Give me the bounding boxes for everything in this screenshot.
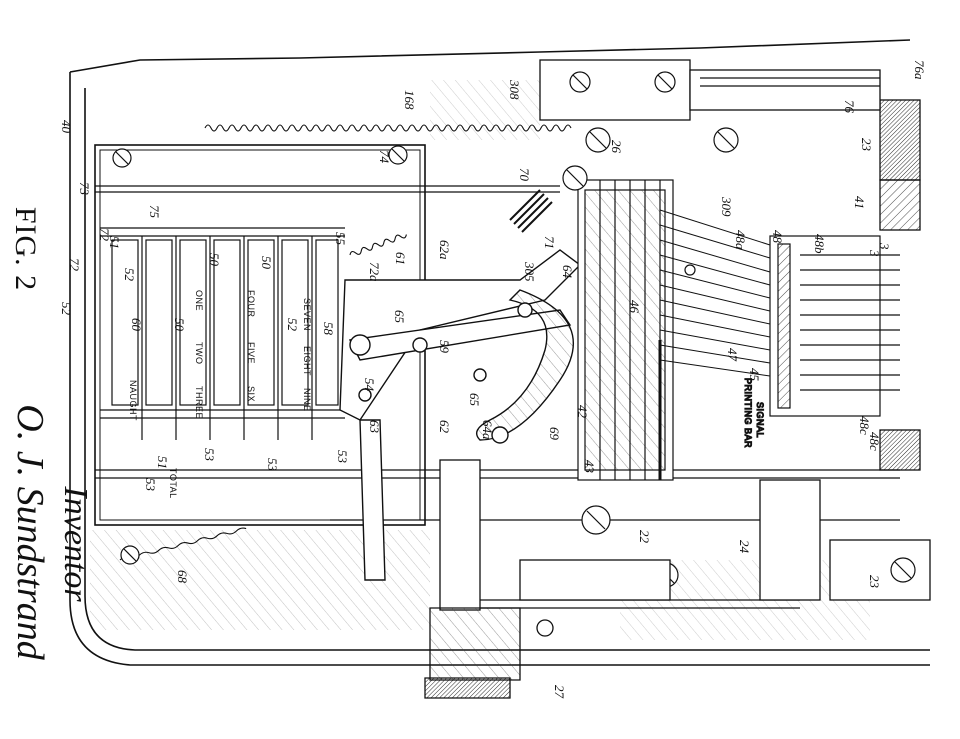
- reference-numeral: 76: [842, 100, 857, 114]
- reference-numeral: 26: [609, 140, 624, 154]
- reference-numeral: 308: [507, 79, 522, 100]
- reference-numeral: 48c: [867, 432, 882, 451]
- reference-numeral: 52: [285, 318, 300, 332]
- key-label-nine: NINE: [302, 388, 312, 412]
- reference-numeral: 3: [877, 242, 892, 250]
- reference-numeral: 48c: [857, 416, 872, 435]
- reference-numeral: 65: [392, 310, 407, 324]
- reference-numeral: 68: [175, 570, 190, 584]
- key-label-eight: EIGHT: [302, 346, 312, 376]
- reference-numeral: 43: [582, 460, 597, 474]
- reference-numeral: 53: [335, 450, 350, 464]
- reference-numeral: 74: [377, 150, 392, 164]
- central-levers: [339, 249, 582, 581]
- reference-numeral: 59: [437, 340, 452, 354]
- key-label-six: SIX: [246, 386, 256, 402]
- reference-numeral: 53: [143, 478, 158, 492]
- reference-numeral: 46: [627, 300, 642, 314]
- reference-numeral: 50: [259, 256, 274, 270]
- key-labels: NAUGHT ONE TWO THREE FOUR FIVE SIX SEVEN…: [128, 290, 312, 499]
- reference-numeral: 52: [59, 302, 74, 316]
- reference-numeral: 60: [129, 318, 144, 332]
- reference-numeral: 53: [265, 458, 280, 472]
- key-label-one: ONE: [194, 290, 204, 311]
- key-label-total: TOTAL: [168, 468, 178, 499]
- reference-numeral: 168: [402, 90, 417, 110]
- reference-numeral: 27: [552, 685, 567, 699]
- reference-numeral: 62a: [437, 240, 452, 260]
- signal-printing-bar: SIGNAL PRINTING BAR: [742, 235, 900, 449]
- reference-numeral: 69: [547, 427, 562, 441]
- reference-numeral: 54: [362, 378, 377, 392]
- reference-numeral: 76a: [912, 60, 927, 80]
- caption-signal: SIGNAL: [755, 402, 765, 438]
- reference-numeral: 3: [867, 249, 882, 257]
- reference-numeral: 45: [747, 368, 762, 382]
- reference-numeral: 64: [560, 265, 575, 279]
- reference-numeral: 42: [575, 405, 590, 419]
- reference-numeral: 48a: [733, 230, 748, 250]
- key-label-seven: SEVEN: [302, 298, 312, 331]
- caption-printing-bar: PRINTING BAR: [743, 378, 753, 448]
- reference-numeral: 47: [725, 348, 740, 362]
- type-bars: [659, 209, 771, 377]
- reference-numeral: 50: [207, 253, 222, 267]
- key-label-two: TWO: [194, 342, 204, 365]
- key-label-five: FIVE: [246, 342, 256, 364]
- reference-numeral: 305: [522, 261, 537, 282]
- reference-numeral: 52: [122, 268, 137, 282]
- reference-numeral: 51: [155, 456, 170, 469]
- key-label-four: FOUR: [246, 290, 256, 318]
- machine-frame: [69, 39, 930, 666]
- reference-numeral: 75: [147, 205, 162, 219]
- reference-numeral: 63: [367, 420, 382, 434]
- reference-numeral: 50: [172, 318, 187, 332]
- reference-numeral: 41: [852, 196, 867, 209]
- key-rack: [100, 227, 345, 440]
- reference-numeral: 51: [107, 236, 122, 249]
- reference-numeral: 62: [437, 420, 452, 434]
- reference-numeral: 40: [59, 120, 74, 134]
- reference-numeral: 64a: [480, 420, 495, 440]
- reference-numeral: 65: [467, 393, 482, 407]
- springs: [119, 124, 572, 561]
- reference-numeral: 71: [542, 236, 557, 249]
- reference-numeral: 23: [867, 575, 882, 589]
- reference-numeral: 24: [737, 540, 752, 554]
- reference-numeral: 23: [859, 138, 874, 152]
- inventor-name: O. J. Sundstrand: [9, 404, 51, 660]
- reference-numeral: 55: [333, 232, 348, 246]
- screws: [112, 71, 916, 588]
- reference-numeral: 72: [67, 258, 82, 272]
- reference-numerals: 40 73 72 72 52 75 74 168 308 26 70 71 305 64 61 62a 72a 5…: [59, 60, 927, 699]
- printing-segment: [577, 179, 674, 481]
- reference-numeral: 72: [97, 228, 112, 242]
- reference-numeral: 58: [321, 322, 336, 336]
- reference-numeral: 53: [202, 448, 217, 462]
- figure-label: FIG. 2: [9, 206, 42, 292]
- reference-numeral: 48b: [812, 234, 827, 254]
- lower-mechanism: [424, 459, 821, 699]
- key-label-three: THREE: [194, 386, 204, 419]
- reference-numeral: 73: [77, 182, 92, 196]
- inventor-title: Inventor: [57, 486, 94, 602]
- reference-numeral: 61: [393, 252, 408, 265]
- reference-numeral: 22: [637, 530, 652, 544]
- reference-numeral: 309: [719, 196, 734, 217]
- reference-numeral: 48: [770, 230, 785, 244]
- key-label-naught: NAUGHT: [128, 380, 138, 421]
- reference-numeral: 72a: [367, 262, 382, 282]
- reference-numeral: 70: [517, 168, 532, 182]
